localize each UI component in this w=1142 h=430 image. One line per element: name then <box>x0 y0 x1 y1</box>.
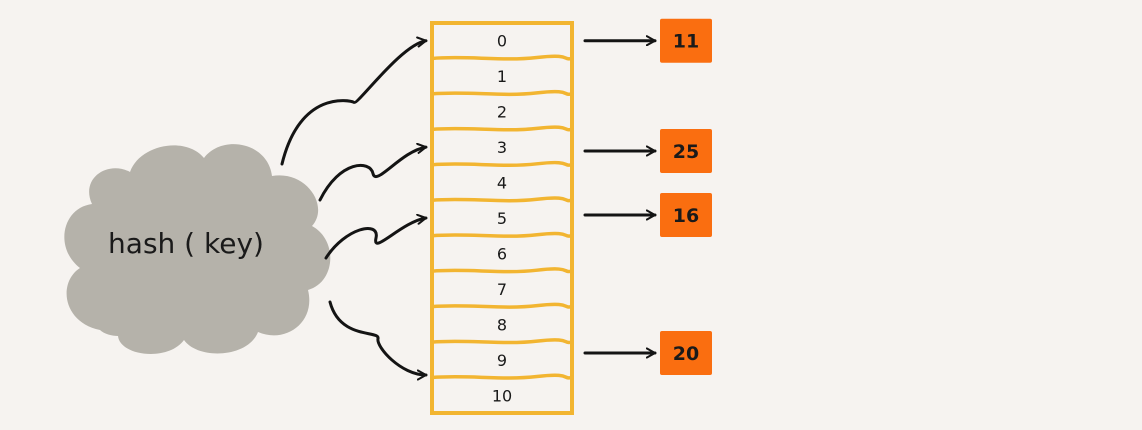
chain-nodes: 11 25 16 20 <box>660 18 712 375</box>
slot-index-labels: 0 1 2 3 4 5 6 7 8 9 10 <box>492 32 512 406</box>
slot-separator <box>430 267 574 274</box>
slot-separator <box>430 302 574 309</box>
slot-separator <box>430 231 574 238</box>
hash-arrow-to-slot-3 <box>318 147 428 202</box>
node-box <box>660 129 712 173</box>
slot-separator <box>430 125 574 132</box>
slot-index-0: 0 <box>497 32 507 51</box>
node-value: 20 <box>673 343 699 365</box>
chain-node-25: 25 <box>660 129 712 173</box>
table-outline <box>430 21 574 415</box>
hash-arrows <box>280 41 428 375</box>
hash-table-array: 0 1 2 3 4 5 6 7 8 9 10 <box>430 21 574 415</box>
chain-node-20: 20 <box>660 331 712 375</box>
slot-index-9: 9 <box>497 351 507 370</box>
node-box <box>660 193 712 237</box>
node-value: 16 <box>673 205 699 227</box>
slot-index-6: 6 <box>497 244 507 263</box>
slot-separator <box>430 338 574 345</box>
slot-index-8: 8 <box>497 315 507 334</box>
node-box <box>660 18 712 63</box>
cloud-shape <box>64 144 331 354</box>
chain-node-11: 11 <box>660 18 712 63</box>
node-links <box>583 41 657 353</box>
slot-separator <box>430 160 574 167</box>
node-value: 11 <box>673 31 699 53</box>
slot-separator <box>430 196 574 203</box>
hash-function-cloud: hash ( key) <box>64 144 331 354</box>
slot-index-5: 5 <box>497 209 507 228</box>
hash-arrow-to-slot-9 <box>328 300 428 375</box>
slot-separator <box>430 54 574 61</box>
slot-index-10: 10 <box>492 386 512 405</box>
chain-node-16: 16 <box>660 193 712 237</box>
slot-separator <box>430 89 574 97</box>
slot-index-4: 4 <box>497 174 507 193</box>
slot-index-7: 7 <box>497 280 507 299</box>
slot-separator <box>430 373 574 380</box>
node-value: 25 <box>673 141 699 163</box>
node-box <box>660 331 712 375</box>
slot-index-1: 1 <box>497 67 507 86</box>
cloud-label: hash ( key) <box>108 227 264 260</box>
slot-index-2: 2 <box>497 103 507 122</box>
slot-index-3: 3 <box>497 138 507 157</box>
hash-arrow-to-slot-0 <box>280 41 428 166</box>
hash-arrow-to-slot-5 <box>324 218 428 260</box>
slot-separators <box>430 54 574 380</box>
